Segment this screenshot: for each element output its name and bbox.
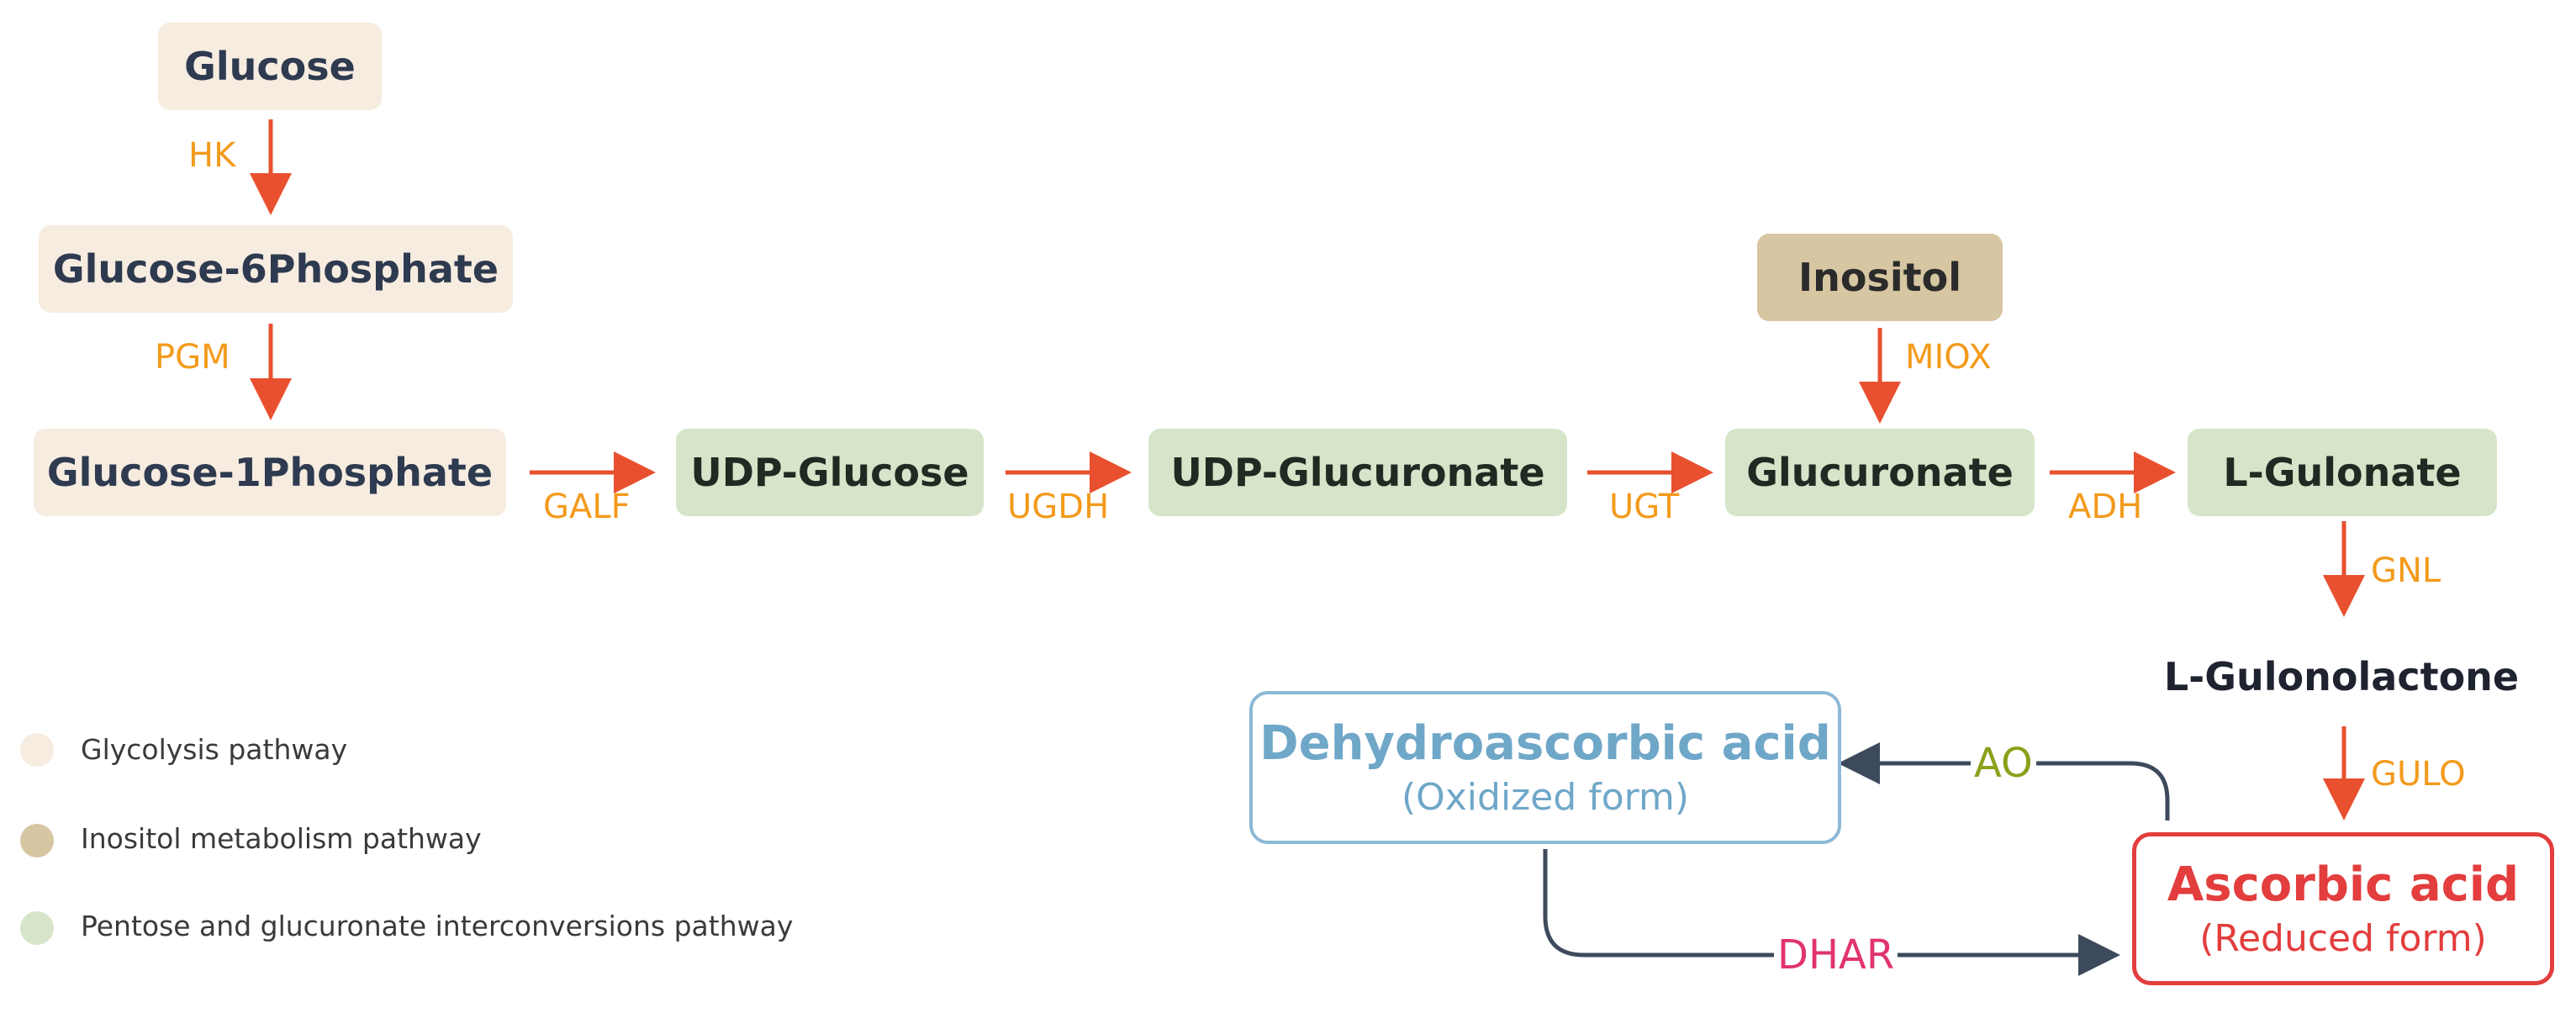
enzyme-ugt: UGT [1609, 488, 1680, 526]
enzyme-ugdh: UGDH [1007, 488, 1110, 526]
legend-label-inositol: Inositol metabolism pathway [81, 822, 482, 855]
node-glucuronate: Glucuronate [1725, 429, 2035, 516]
arrow-ao-ascorbic-to-dehydroascorbic [1850, 761, 2170, 820]
legend-dot-inositol [20, 824, 54, 857]
node-glucose-1-phosphate: Glucose-1Phosphate [34, 429, 506, 516]
node-glucose-6-phosphate: Glucose-6Phosphate [39, 225, 513, 313]
dehydroascorbic-acid-box: Dehydroascorbic acid (Oxidized form) [1249, 691, 1841, 844]
arrow-dhar-dehydroascorbic-to-ascorbic [1543, 849, 2120, 976]
enzyme-adh: ADH [2068, 488, 2143, 526]
node-glucose: Glucose [158, 23, 382, 110]
legend-label-pentose: Pentose and glucuronate interconversions… [81, 910, 794, 942]
node-l-gulonate: L-Gulonate [2188, 429, 2497, 516]
enzyme-ao: AO [1971, 740, 2036, 787]
node-inositol: Inositol [1757, 234, 2003, 321]
dehydroascorbic-acid-title: Dehydroascorbic acid [1259, 716, 1831, 771]
enzyme-galf: GALF [543, 488, 631, 526]
ascorbic-acid-box: Ascorbic acid (Reduced form) [2132, 832, 2554, 985]
enzyme-gulo: GULO [2371, 755, 2466, 794]
enzyme-miox: MIOX [1905, 338, 1992, 377]
dehydroascorbic-acid-subtitle: (Oxidized form) [1401, 776, 1690, 819]
node-udp-glucuronate: UDP-Glucuronate [1148, 429, 1567, 516]
enzyme-dhar: DHAR [1774, 931, 1898, 979]
node-udp-glucose: UDP-Glucose [676, 429, 984, 516]
ascorbic-acid-title: Ascorbic acid [2167, 857, 2520, 912]
ascorbic-acid-subtitle: (Reduced form) [2199, 917, 2487, 960]
legend-dot-glycolysis [20, 733, 54, 767]
enzyme-hk: HK [188, 136, 236, 175]
enzyme-pgm: PGM [155, 338, 230, 377]
legend-dot-pentose [20, 911, 54, 945]
enzyme-gnl: GNL [2371, 551, 2441, 590]
legend-label-glycolysis: Glycolysis pathway [81, 733, 348, 766]
node-l-gulonolactone: L-Gulonolactone [2163, 654, 2520, 699]
